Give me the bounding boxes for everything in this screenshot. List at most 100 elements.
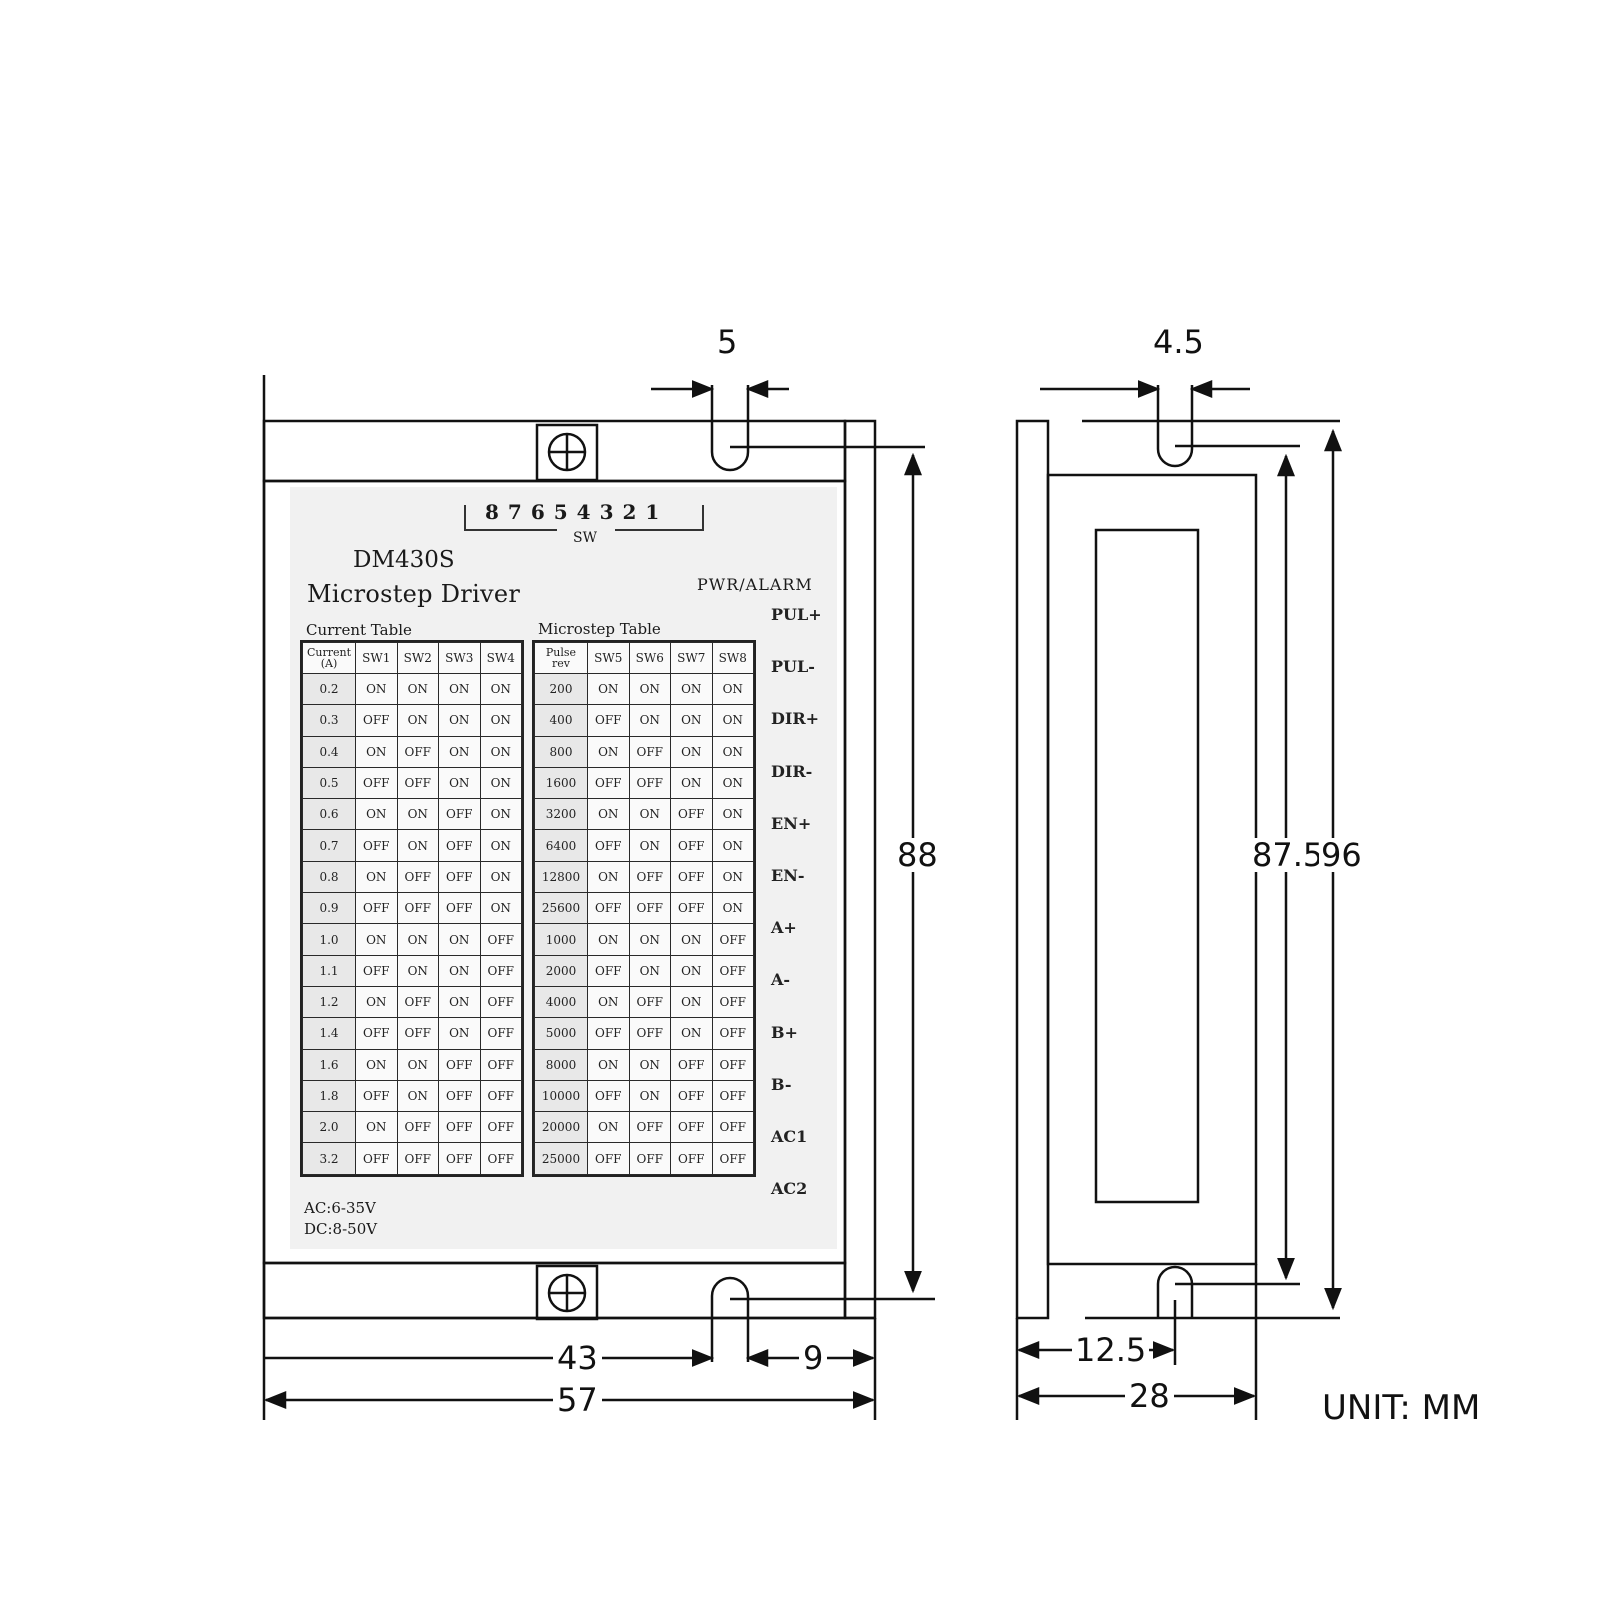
side-hole-spacing-label: 87.5: [1250, 836, 1326, 874]
current-table-cell: OFF: [479, 1017, 522, 1050]
current-table-cell: OFF: [438, 1142, 481, 1175]
current-table-cell: ON: [479, 860, 522, 894]
microstep-table-cell: OFF: [711, 985, 754, 1019]
current-table-cell: 0.7: [302, 829, 356, 862]
microstep-table-cell: 20000: [534, 1111, 588, 1144]
microstep-table-cell: OFF: [711, 1111, 754, 1144]
current-table-cell: ON: [438, 985, 481, 1019]
current-table-caption: Current Table: [306, 621, 412, 639]
microstep-table-cell: ON: [670, 1017, 713, 1050]
current-table-cell: OFF: [396, 860, 439, 894]
microstep-table-cell: ON: [670, 954, 713, 987]
microstep-table-cell: ON: [711, 860, 754, 894]
microstep-table-cell: OFF: [628, 985, 671, 1019]
terminal-label: DIR-: [771, 761, 813, 781]
current-table-cell: ON: [438, 923, 481, 956]
current-table-cell: OFF: [355, 704, 398, 737]
microstep-table-cell: OFF: [628, 1111, 671, 1144]
microstep-table-cell: OFF: [711, 1017, 754, 1050]
current-table-cell: OFF: [396, 985, 439, 1019]
current-table-cell: OFF: [438, 1111, 481, 1144]
terminal-label: AC2: [771, 1179, 808, 1199]
current-table-cell: OFF: [479, 1142, 522, 1175]
current-table-cell: ON: [396, 798, 439, 831]
ac-voltage-range: AC:6-35V: [304, 1199, 376, 1217]
model-title: DM430S: [353, 547, 455, 573]
current-table-cell: 0.3: [302, 704, 356, 737]
current-table-cell: OFF: [479, 1111, 522, 1144]
microstep-table-cell: ON: [670, 766, 713, 800]
terminal-label: EN-: [771, 866, 805, 885]
current-table-cell: OFF: [479, 985, 522, 1019]
current-table-header-cell: SW1: [355, 642, 398, 674]
current-table-cell: OFF: [355, 1079, 398, 1113]
current-table-cell: ON: [396, 704, 439, 737]
microstep-table-cell: OFF: [587, 1017, 630, 1050]
front-left-to-hole-value: 43: [553, 1341, 602, 1375]
microstep-table-cell: ON: [587, 672, 630, 706]
microstep-table-cell: OFF: [628, 860, 671, 894]
current-table-cell: ON: [355, 985, 398, 1019]
microstep-table-cell: OFF: [711, 954, 754, 987]
terminal-label: PUL+: [771, 605, 822, 624]
current-table-cell: ON: [438, 954, 481, 987]
pwr-alarm-label: PWR/ALARM: [697, 575, 813, 594]
current-table-cell: ON: [396, 829, 439, 862]
microstep-table-cell: OFF: [711, 1048, 754, 1081]
microstep-table-cell: ON: [628, 954, 671, 987]
microstep-table-header-cell: SW7: [670, 642, 713, 674]
front-slot-width-label: 5: [717, 323, 738, 361]
current-table-cell: OFF: [396, 735, 439, 768]
microstep-table-cell: OFF: [670, 798, 713, 831]
microstep-table-cell: 4000: [534, 985, 588, 1019]
side-height-label: 96: [1319, 836, 1364, 874]
current-table-cell: 0.2: [302, 672, 356, 706]
front-hole-to-right-label: 9: [799, 1341, 828, 1375]
current-table-cell: 1.4: [302, 1017, 356, 1050]
current-table-cell: ON: [396, 672, 439, 706]
current-table-cell: OFF: [438, 1048, 481, 1081]
side-hole-offset-label: 12.5: [1072, 1333, 1150, 1367]
microstep-table-cell: OFF: [587, 766, 630, 800]
current-table-cell: ON: [438, 672, 481, 706]
microstep-table-cell: ON: [670, 985, 713, 1019]
current-table-cell: ON: [479, 892, 522, 925]
terminal-label: B+: [771, 1022, 798, 1042]
microstep-table-cell: ON: [711, 766, 754, 800]
terminal-label: AC1: [771, 1127, 808, 1146]
microstep-table-cell: OFF: [587, 1142, 630, 1175]
current-table-cell: 1.1: [302, 954, 356, 987]
current-table-cell: 1.2: [302, 985, 356, 1019]
current-table-cell: ON: [396, 1048, 439, 1081]
side-slot-width-label: 4.5: [1153, 323, 1204, 361]
microstep-table-cell: ON: [711, 892, 754, 925]
current-table-cell: OFF: [479, 1079, 522, 1113]
current-table-cell: ON: [355, 1048, 398, 1081]
current-table-cell: 0.5: [302, 766, 356, 800]
microstep-table-cell: ON: [670, 923, 713, 956]
microstep-table-cell: ON: [670, 704, 713, 737]
current-table-cell: OFF: [355, 766, 398, 800]
current-table-cell: 0.6: [302, 798, 356, 831]
terminal-label: PUL-: [771, 657, 815, 677]
microstep-table-cell: 25000: [534, 1142, 588, 1175]
microstep-table-cell: ON: [670, 735, 713, 768]
current-table-cell: 1.0: [302, 923, 356, 956]
microstep-table-cell: ON: [711, 704, 754, 737]
microstep-table-caption: Microstep Table: [538, 620, 661, 638]
